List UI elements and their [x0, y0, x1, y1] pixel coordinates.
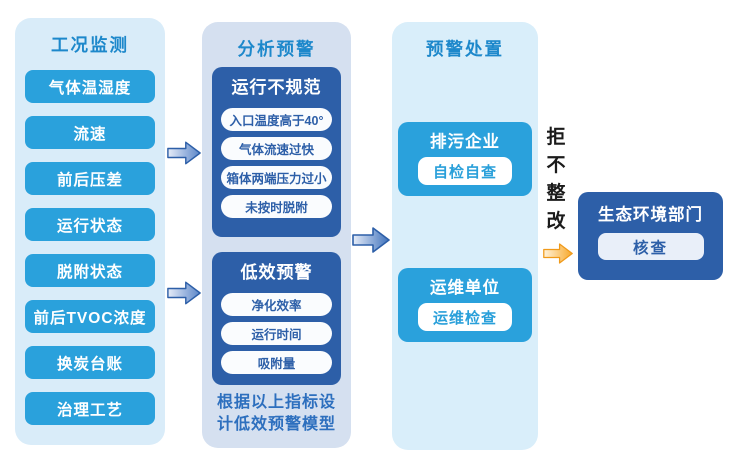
monitoring-item-running-status: 运行状态	[25, 208, 155, 241]
monitoring-item-carbon-ledger: 换炭台账	[25, 346, 155, 379]
group-irregular-operation: 运行不规范 入口温度高于40° 气体流速过快 箱体两端压力过小 未按时脱附	[212, 67, 341, 237]
panel-condition-monitoring: 工况监测 气体温湿度 流速 前后压差 运行状态 脱附状态 前后TVOC浓度 换炭…	[15, 18, 165, 445]
group-low-efficiency-warning: 低效预警 净化效率 运行时间 吸附量	[212, 252, 341, 385]
flow-arrow-icon	[167, 281, 201, 305]
panel-condition-monitoring-title: 工况监测	[51, 35, 129, 55]
warning-item-pressure-low: 箱体两端压力过小	[221, 166, 332, 189]
panel-warning-disposal-title: 预警处置	[426, 39, 504, 59]
monitoring-item-pressure-diff: 前后压差	[25, 162, 155, 195]
action-verification: 核查	[597, 233, 704, 260]
panel-warning-disposal: 预警处置 排污企业 自检自查 运维单位 运维检查	[392, 22, 538, 450]
irregular-operation-list: 入口温度高于40° 气体流速过快 箱体两端压力过小 未按时脱附	[221, 108, 332, 218]
warning-item-adsorption-amount: 吸附量	[221, 351, 332, 374]
warning-item-gas-flow-fast: 气体流速过快	[221, 137, 332, 160]
monitoring-item-flow-rate: 流速	[25, 116, 155, 149]
entity-maintenance-unit: 运维单位 运维检查	[398, 268, 532, 342]
entity-polluting-enterprise-title: 排污企业	[430, 133, 500, 151]
warning-item-inlet-temp: 入口温度高于40°	[221, 108, 332, 131]
escalation-arrow-icon	[543, 243, 573, 264]
entity-maintenance-unit-title: 运维单位	[430, 279, 500, 297]
panel-analysis-warning: 分析预警 运行不规范 入口温度高于40° 气体流速过快 箱体两端压力过小 未按时…	[202, 22, 351, 448]
escalation-condition-label: 拒不整改	[546, 127, 566, 232]
flow-arrow-icon	[167, 141, 201, 165]
monitoring-item-treatment-process: 治理工艺	[25, 392, 155, 425]
action-self-inspection: 自检自查	[418, 157, 512, 185]
monitoring-item-tvoc-concentration: 前后TVOC浓度	[25, 300, 155, 333]
model-note-line1: 根据以上指标设	[216, 394, 336, 411]
group-low-efficiency-title: 低效预警	[240, 263, 313, 282]
warning-item-running-time: 运行时间	[221, 322, 332, 345]
entity-environment-department: 生态环境部门 核查	[578, 192, 723, 280]
low-efficiency-list: 净化效率 运行时间 吸附量	[221, 293, 332, 374]
model-note-line2: 计低效预警模型	[216, 416, 336, 433]
panel-analysis-warning-title: 分析预警	[237, 39, 316, 59]
warning-item-desorption-late: 未按时脱附	[221, 195, 332, 218]
warning-item-purification-efficiency: 净化效率	[221, 293, 332, 316]
monitoring-item-desorption-status: 脱附状态	[25, 254, 155, 287]
action-maintenance-check: 运维检查	[418, 303, 512, 331]
monitoring-item-gas-temp-humidity: 气体温湿度	[25, 70, 155, 103]
entity-polluting-enterprise: 排污企业 自检自查	[398, 122, 532, 196]
group-irregular-operation-title: 运行不规范	[231, 78, 322, 97]
model-note: 根据以上指标设 计低效预警模型	[202, 392, 351, 436]
monitoring-item-list: 气体温湿度 流速 前后压差 运行状态 脱附状态 前后TVOC浓度 换炭台账 治理…	[25, 70, 155, 425]
flow-arrow-icon	[352, 227, 390, 253]
entity-environment-department-title: 生态环境部门	[598, 206, 703, 224]
